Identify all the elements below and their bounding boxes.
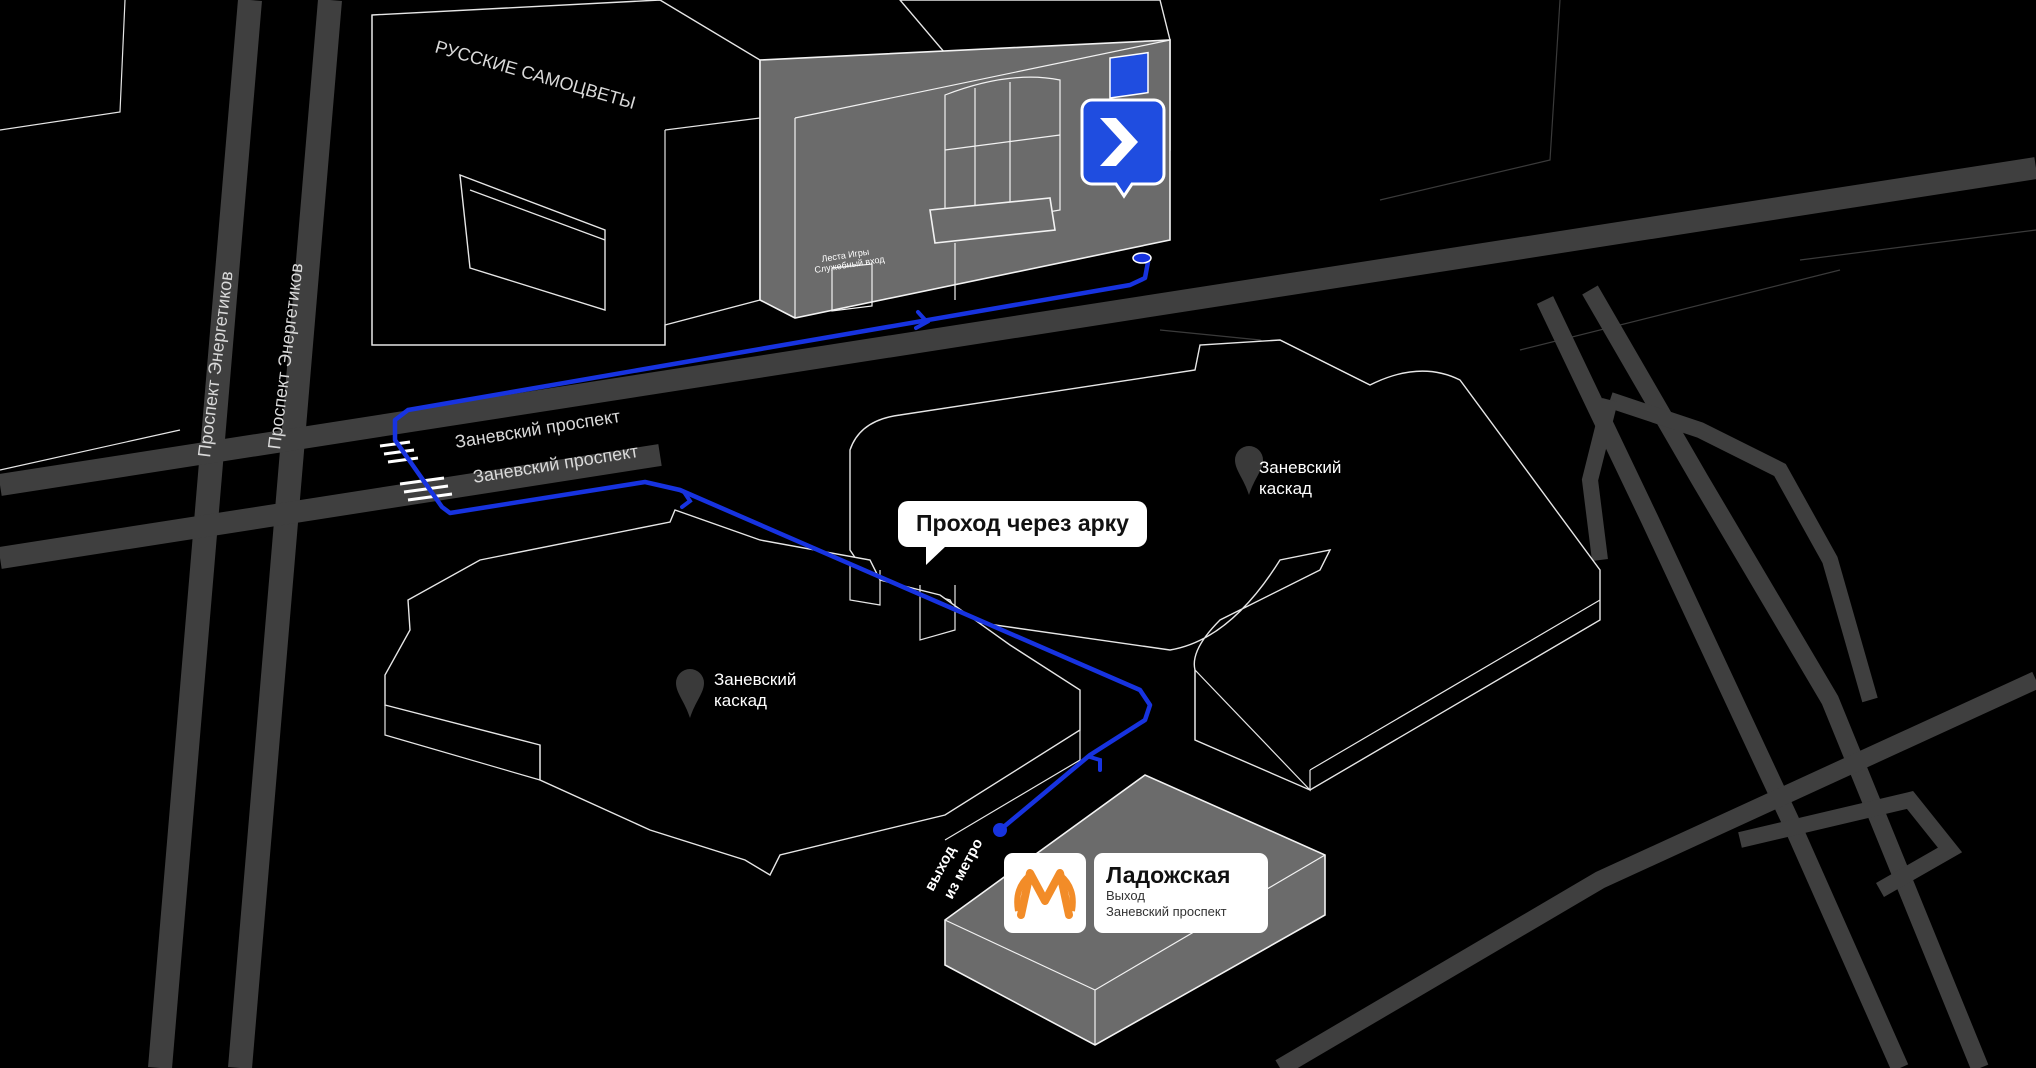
place-pin-icon[interactable] xyxy=(676,669,704,718)
place-label-kaskad-right-1: Заневский xyxy=(1259,458,1341,477)
arch-passage-callout: Проход через арку xyxy=(898,501,1147,565)
route-path xyxy=(392,252,1153,837)
building-zanevsky-kaskad-right xyxy=(849,339,1601,792)
metro-exit-sub-1: Выход xyxy=(1106,888,1145,903)
place-label-kaskad-right-2: каскад xyxy=(1259,479,1312,498)
road-zanevsky-lower xyxy=(0,444,662,569)
route-end-dot xyxy=(1132,252,1152,264)
road-right-curve xyxy=(1607,392,1878,703)
destination-entrance xyxy=(1109,51,1149,99)
place-label-kaskad-left-2: каскад xyxy=(714,691,767,710)
road-right-loop xyxy=(1581,398,1618,561)
callout-text: Проход через арку xyxy=(916,510,1129,536)
destination-arrow-icon[interactable] xyxy=(1080,98,1166,199)
crosswalks xyxy=(379,440,453,502)
road-bottom-loop xyxy=(1738,791,1963,897)
metro-station-card[interactable]: Ладожская Выход Заневский проспект xyxy=(1094,853,1268,933)
route-arrow-icon xyxy=(680,310,1102,772)
building-russkie-samotsvety: РУССКИЕ САМОЦВЕТЫ xyxy=(371,0,761,346)
place-pin-icon[interactable] xyxy=(1235,446,1263,495)
road-energetikov-right xyxy=(228,0,342,1068)
road-right-1 xyxy=(1536,296,1909,1068)
metro-station-name: Ладожская xyxy=(1106,862,1231,888)
road-bottom-right xyxy=(1275,671,2036,1068)
road-zanevsky-upper xyxy=(0,157,2036,496)
metro-exit-sub-2: Заневский проспект xyxy=(1106,904,1227,919)
route-start-dot xyxy=(993,823,1007,837)
place-label-kaskad-left-1: Заневский xyxy=(714,670,796,689)
metro-logo-icon[interactable] xyxy=(1004,853,1086,933)
